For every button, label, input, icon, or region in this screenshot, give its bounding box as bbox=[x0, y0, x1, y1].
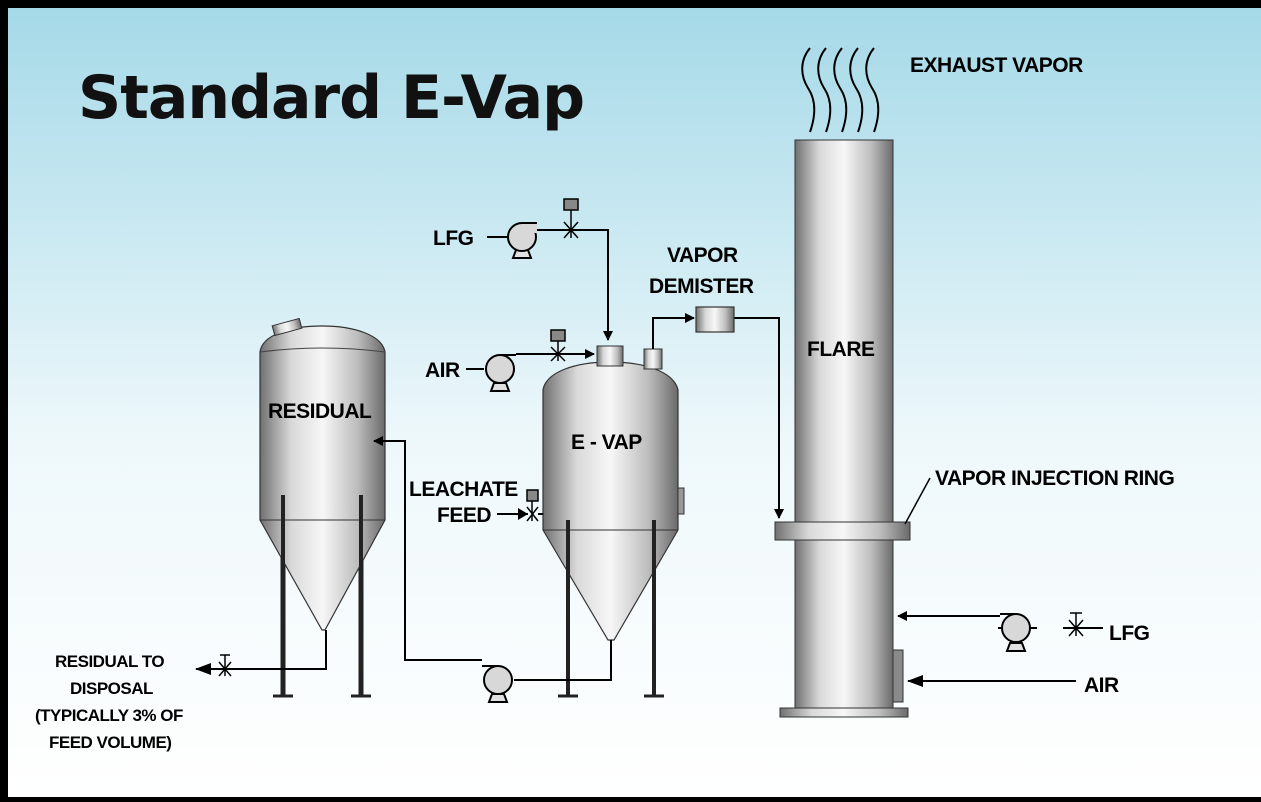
vapor-wave-icon bbox=[801, 47, 880, 133]
pump-icon bbox=[482, 665, 513, 703]
residual-label: RESIDUAL bbox=[268, 400, 372, 423]
ring-leader-line bbox=[904, 477, 931, 525]
residual-out-label-2: DISPOSAL bbox=[70, 679, 153, 698]
flare-stack bbox=[774, 139, 911, 718]
exhaust-vapor-label: EXHAUST VAPOR bbox=[910, 54, 1083, 77]
air-flare-label: AIR bbox=[1084, 674, 1119, 697]
air-inlet-port bbox=[892, 649, 904, 703]
evap-inlet-nozzle bbox=[596, 345, 624, 367]
piping bbox=[195, 229, 1103, 687]
flare-base bbox=[779, 707, 909, 718]
evap-label: E - VAP bbox=[571, 431, 642, 454]
vapor-demister-label-2: DEMISTER bbox=[649, 275, 754, 298]
air-evap-label: AIR bbox=[425, 359, 460, 382]
vapor-injection-ring bbox=[774, 521, 911, 541]
flare-label: FLARE bbox=[807, 338, 875, 361]
residual-out-label-3: (TYPICALLY 3% OF bbox=[35, 706, 183, 725]
lfg-top-label: LFG bbox=[433, 227, 474, 250]
actuated-valve-icon bbox=[526, 489, 539, 522]
evap-tank bbox=[542, 345, 685, 698]
actuated-valve-icon bbox=[550, 329, 566, 362]
actuated-valve-icon bbox=[563, 198, 579, 239]
vapor-demister-label-1: VAPOR bbox=[667, 244, 738, 267]
valve-icon bbox=[1068, 612, 1084, 637]
pump-icon bbox=[507, 222, 537, 259]
residual-out-label-4: FEED VOLUME) bbox=[49, 733, 171, 752]
residual-out-label-1: RESIDUAL TO bbox=[55, 652, 164, 671]
leachate-label-2: FEED bbox=[437, 504, 491, 527]
leachate-label-1: LEACHATE bbox=[409, 478, 518, 501]
vapor-injection-ring-label: VAPOR INJECTION RING bbox=[935, 467, 1174, 490]
residual-tank bbox=[259, 317, 386, 698]
arrow-icon bbox=[518, 508, 528, 520]
vapor-demister bbox=[695, 306, 735, 333]
pump-icon bbox=[1000, 613, 1031, 652]
residual-hatch bbox=[271, 317, 303, 337]
evap-vapor-outlet bbox=[643, 348, 663, 370]
valve-icon bbox=[218, 654, 232, 677]
page-title: Standard E-Vap bbox=[78, 63, 584, 133]
lfg-bottom-label: LFG bbox=[1109, 622, 1150, 645]
pump-icon bbox=[485, 354, 516, 392]
